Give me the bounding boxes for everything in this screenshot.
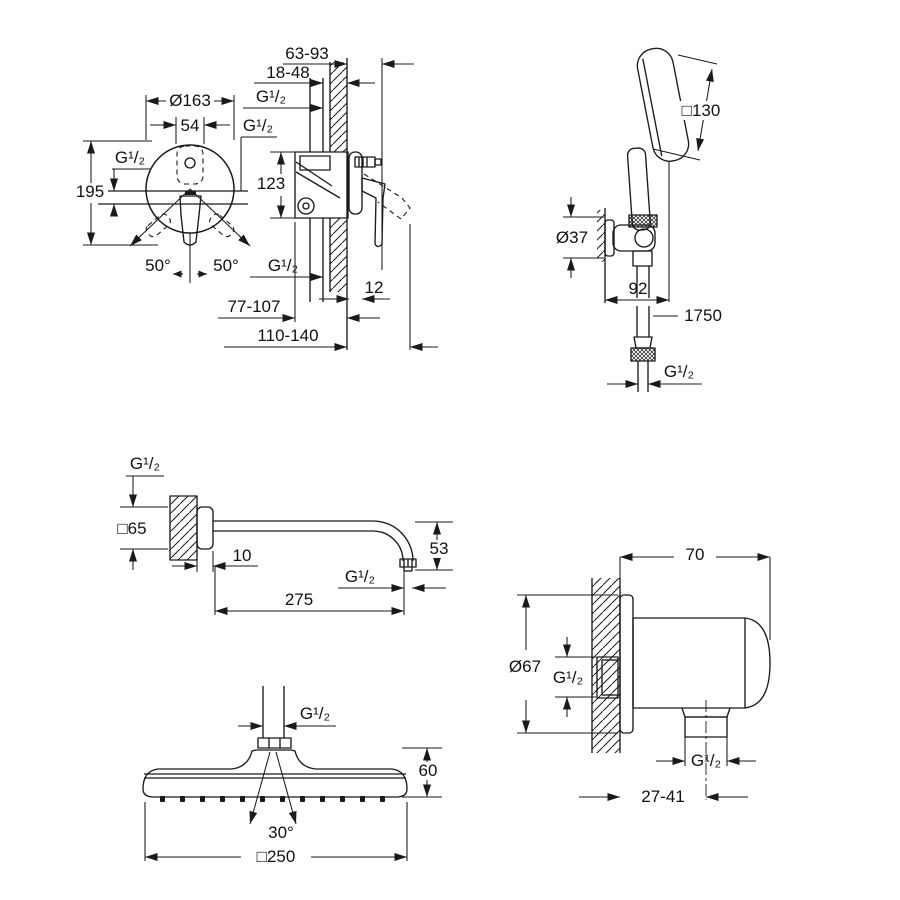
dim-height: 195 [76,182,104,201]
mixer-front-view: Ø163 54 195 G¹/₂ G¹/₂ 50° 50° [74,91,277,283]
wall-section [592,578,620,753]
dim-cartridge-width: 54 [181,116,200,135]
dim-thread-left: G¹/₂ [115,148,145,167]
dim-flange-depth: 10 [233,546,252,565]
dim-union-projection: 70 [686,545,705,564]
dim-thread-top: G¹/₂ [256,87,286,106]
dim-head-size: □130 [682,101,721,120]
dim-angle-left: 50° [145,256,171,275]
spray-nozzles [160,796,385,802]
inlet-nut [257,737,292,749]
holder-escutcheon [604,219,615,257]
dim-hose-thread: G¹/₂ [664,362,694,381]
shower-arm-view: G¹/₂ □65 10 53 G¹/₂ 275 [107,454,456,615]
dim-bracket-projection: 92 [629,279,648,298]
valve-body [294,151,349,219]
dim-drop-height: 53 [430,539,449,558]
dim-depth-total: 63-93 [285,44,328,63]
hose-nut [630,347,656,362]
dim-holder-diameter: Ø37 [556,228,588,247]
handshower-handle [626,147,651,231]
wall-section [169,495,198,561]
dim-flange-size: □65 [117,519,146,538]
dim-hose-length: 1750 [684,306,722,325]
holder-arm [612,224,656,252]
dim-outlet-thread: G¹/₂ [691,751,721,770]
wall-union-view: 70 Ø67 G¹/₂ G¹/₂ 27-41 [502,545,771,806]
handle-up-dashed [176,145,204,185]
dim-plate-thickness: 12 [365,278,384,297]
dim-depth-rough: 18-48 [266,63,309,82]
dim-inlet-thread: G¹/₂ [553,668,583,687]
dim-plate-diameter: Ø163 [169,91,211,110]
arm-flange [196,506,214,550]
shower-head-body [142,749,408,798]
dim-outlet-thread: G¹/₂ [345,567,375,586]
dim-wall-depth-range: 27-41 [641,787,684,806]
dim-wall-thread: G¹/₂ [130,454,160,473]
mixer-side-view: 63-93 18-48 G¹/₂ 123 G¹/₂ 12 77-107 110-… [218,44,438,351]
dim-flange-diameter: Ø67 [509,657,541,676]
dim-body-height: 123 [257,174,285,193]
dim-thread-right: G¹/₂ [243,116,273,135]
dim-head-height: 60 [419,761,438,780]
dim-thread-bottom: G¹/₂ [268,256,298,275]
lever-handle [179,195,202,246]
union-body [744,617,771,709]
headshower-view: G¹/₂ 60 30° □250 [142,686,444,866]
dim-depth-min: 77-107 [228,297,281,316]
dim-spray-angle: 30° [268,823,294,842]
dim-depth-max: 110-140 [257,326,318,345]
handshower-view: □130 Ø37 92 1750 G¹/₂ [552,47,728,392]
union-flange [619,594,634,734]
dim-inlet-thread: G¹/₂ [300,704,330,723]
threaded-stub [354,156,376,168]
arm-pipe [213,520,414,562]
dim-head-size: □250 [257,847,296,866]
dim-projection: 275 [285,590,313,609]
inlet-socket [596,656,619,699]
dim-angle-right: 50° [213,256,239,275]
